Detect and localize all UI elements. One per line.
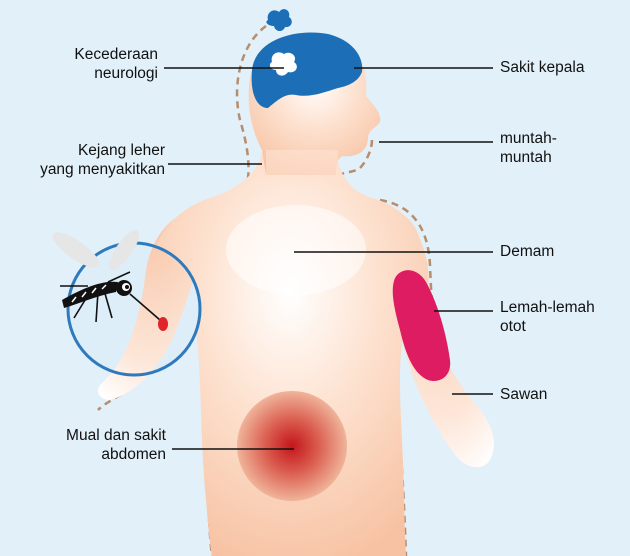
label-nausea-abdominal-pain: Mual dan sakit abdomen [40, 426, 166, 464]
muscle-highlight [393, 270, 450, 381]
label-headache: Sakit kepala [500, 58, 584, 77]
abdomen-pain-zone [237, 391, 347, 501]
label-stiff-neck: Kejang leher yang menyakitkan [10, 141, 165, 179]
label-fever: Demam [500, 242, 554, 261]
label-muscle-weakness: Lemah-lemah otot [500, 298, 595, 336]
label-neurological-injury: Kecederaan neurologi [40, 45, 158, 83]
label-vomiting: muntah- muntah [500, 129, 557, 167]
blood-drop-icon [158, 317, 168, 331]
fever-glow [226, 205, 366, 295]
neck [266, 150, 338, 180]
label-seizure: Sawan [500, 385, 547, 404]
